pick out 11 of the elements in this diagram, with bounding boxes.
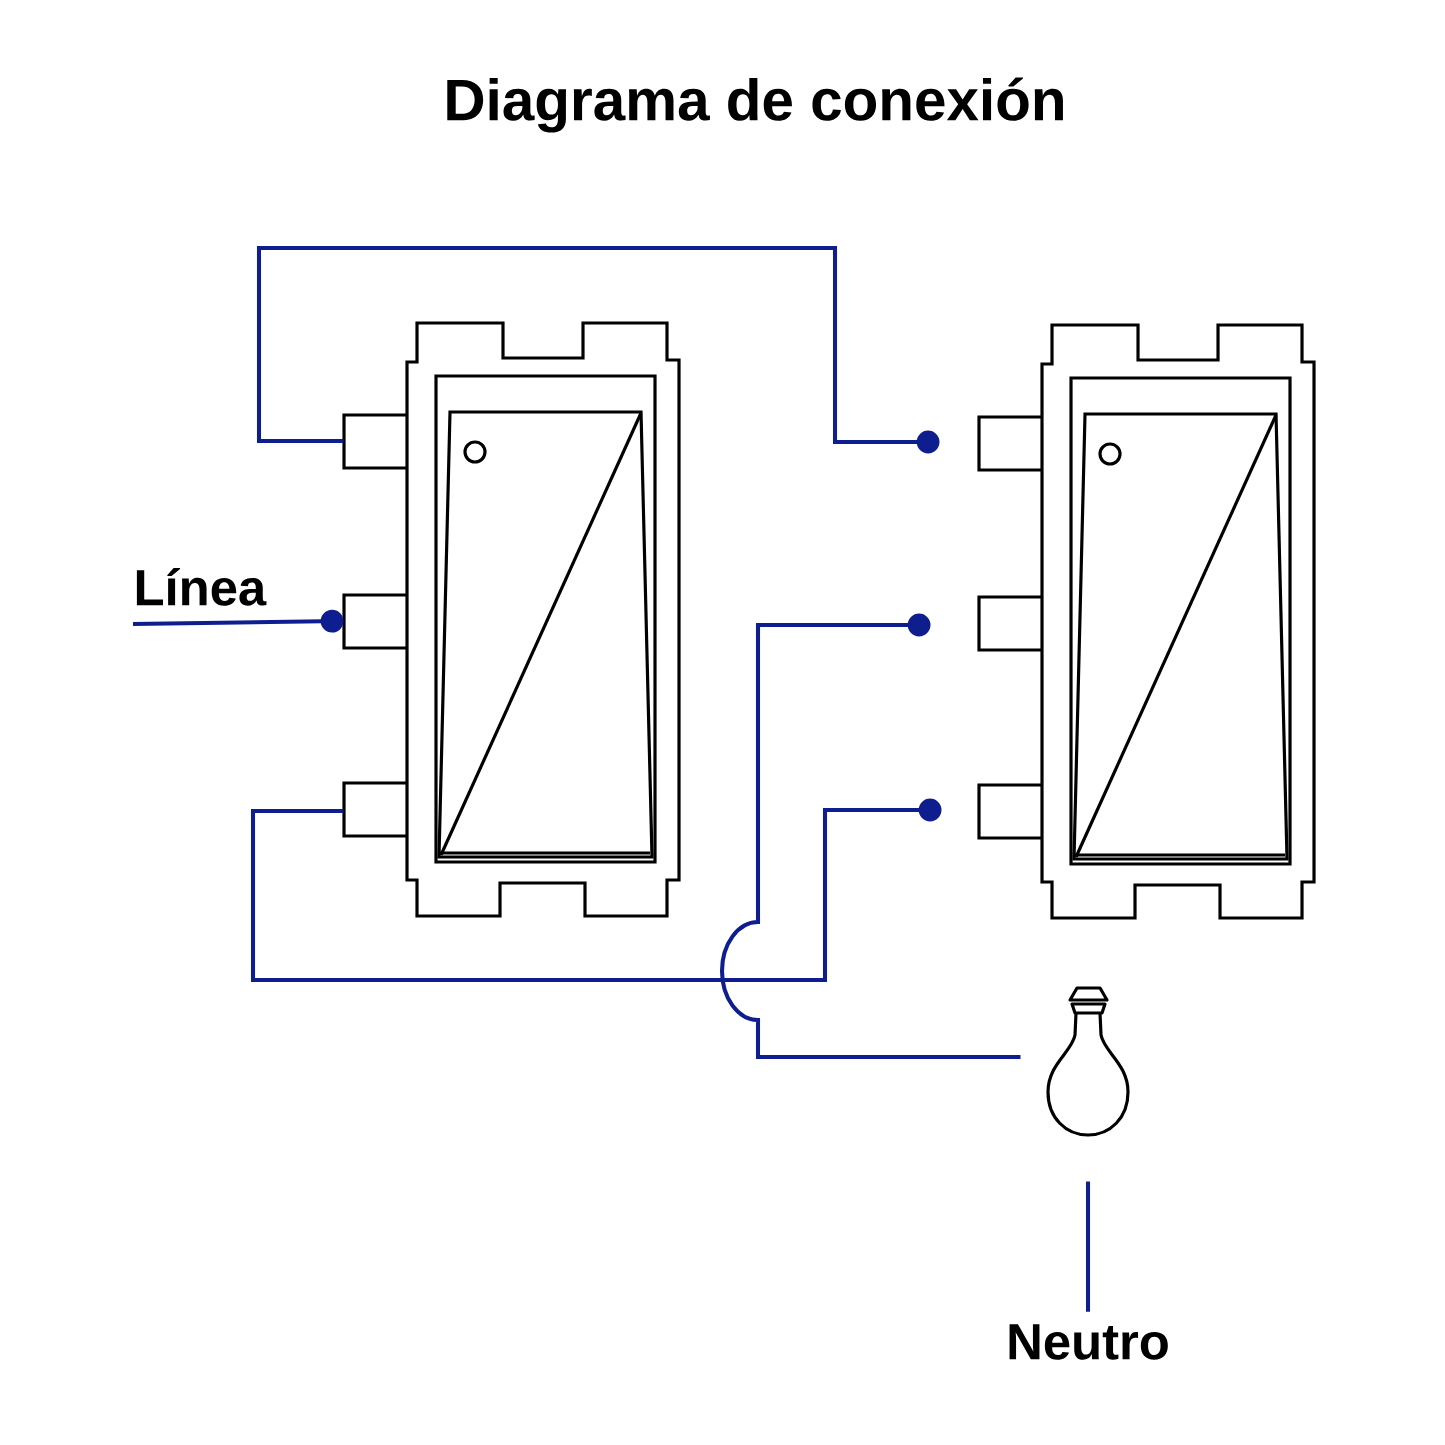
neutral-label: Neutro: [1009, 1324, 1168, 1360]
light-bulb-drawing: [1046, 986, 1130, 1137]
switch-drawing: [342, 321, 681, 918]
switch-drawing: [977, 323, 1316, 920]
wire: [720, 613, 1021, 1060]
title: Diagrama de conexión: [447, 77, 1063, 133]
wire: [256, 246, 940, 454]
wire: [251, 798, 942, 983]
wire: [132, 609, 344, 633]
wire: [1086, 1181, 1091, 1312]
line-label: Línea: [136, 568, 267, 606]
